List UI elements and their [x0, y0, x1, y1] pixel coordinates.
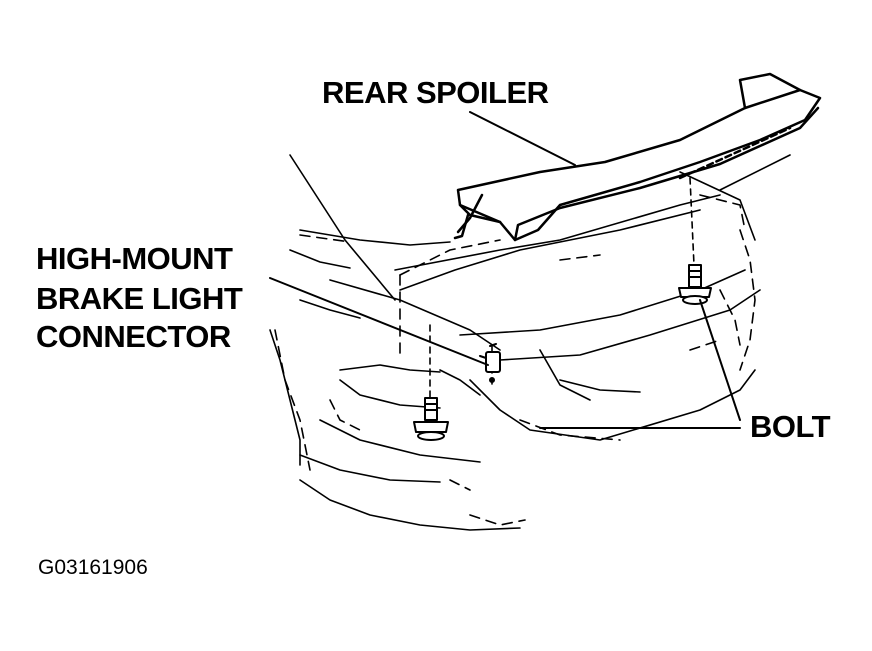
hidden-outline [274, 194, 756, 526]
brake-light-connector [479, 343, 501, 383]
rear-spoiler-label: REAR SPOILER [322, 75, 549, 110]
figure-id: G03161906 [38, 556, 148, 579]
trunk-body-outline [269, 154, 791, 531]
left-bolt [413, 397, 449, 441]
bolt-leader-right [699, 299, 741, 421]
bolt-label: BOLT [750, 409, 831, 444]
rear-spoiler-leader [469, 111, 576, 166]
connector-label-line2: BRAKE LIGHT [36, 281, 243, 316]
connector-label-line1: HIGH-MOUNT [36, 241, 233, 276]
bolt-alignment-lines [429, 177, 695, 401]
right-bolt [678, 264, 712, 305]
rear-spoiler [453, 72, 822, 242]
connector-label-line3: CONNECTOR [36, 319, 231, 354]
connector-leader [269, 277, 489, 366]
leader-lines [269, 111, 741, 429]
